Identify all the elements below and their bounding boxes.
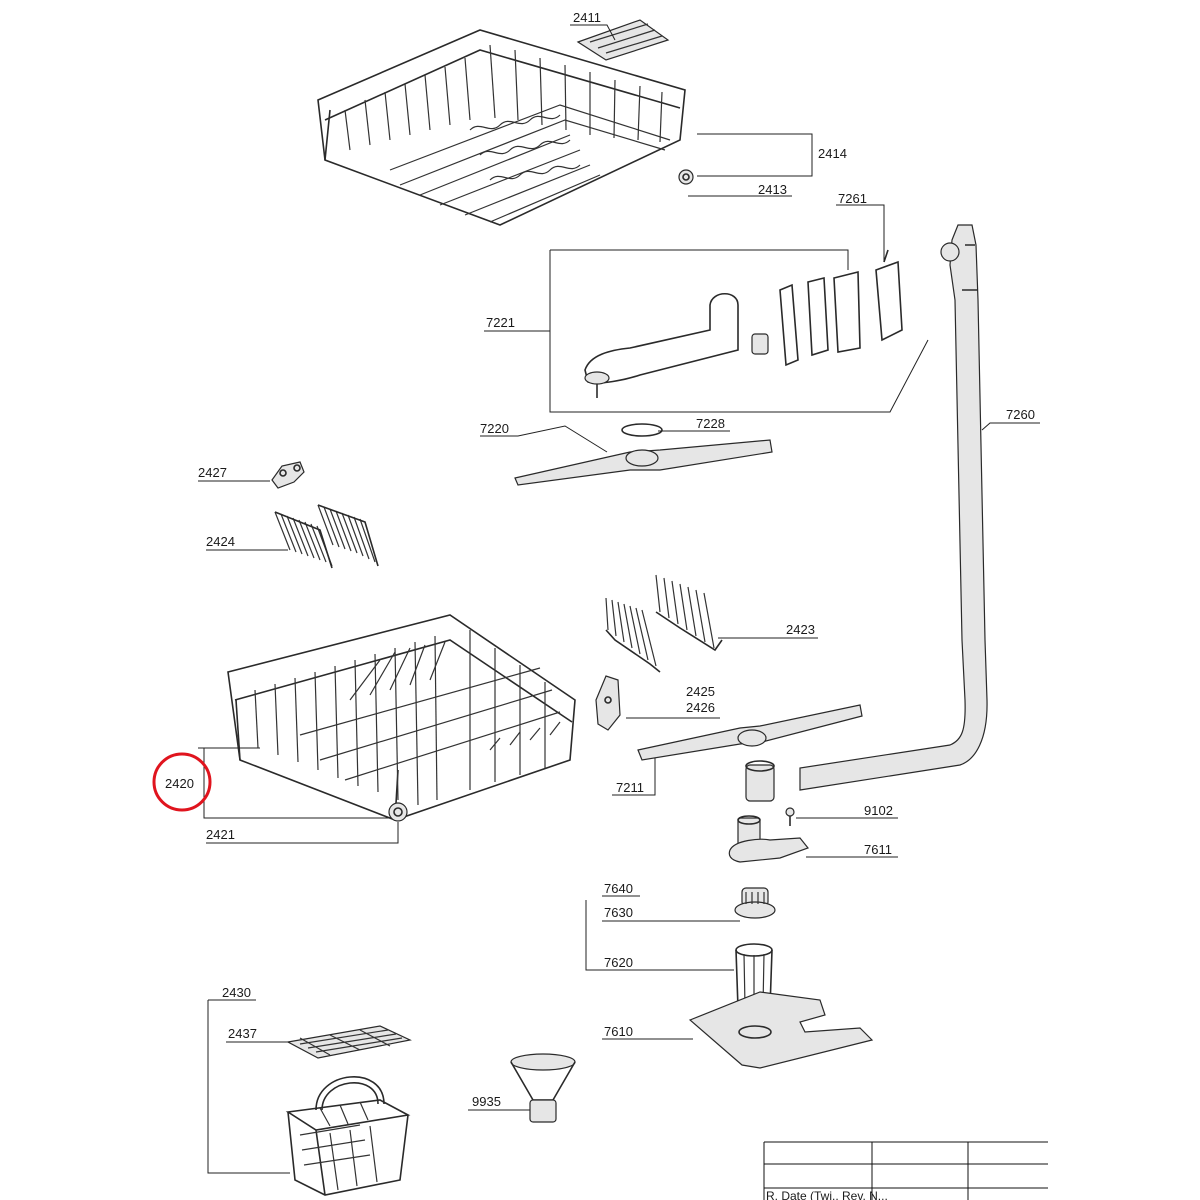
part-labels: 2411 2414 2413 7261 7221 7220 7228 7260 … xyxy=(165,10,1035,1109)
label-2427[interactable]: 2427 xyxy=(198,465,227,480)
label-2420[interactable]: 2420 xyxy=(165,776,194,791)
label-2421[interactable]: 2421 xyxy=(206,827,235,842)
title-block-table: R. Date (Twi.. Rev. N... xyxy=(763,1141,1048,1200)
label-2424[interactable]: 2424 xyxy=(206,534,235,549)
part-9935-funnel[interactable] xyxy=(510,1053,576,1123)
label-7620[interactable]: 7620 xyxy=(604,955,633,970)
label-7611[interactable]: 7611 xyxy=(864,842,892,857)
label-2411[interactable]: 2411 xyxy=(573,10,601,25)
part-7610-plate[interactable] xyxy=(688,991,874,1069)
label-2423[interactable]: 2423 xyxy=(786,622,815,637)
label-7610[interactable]: 7610 xyxy=(604,1024,633,1039)
label-2426[interactable]: 2426 xyxy=(686,700,715,715)
label-7221[interactable]: 7221 xyxy=(486,315,515,330)
part-7221-box xyxy=(549,249,929,413)
upper-basket[interactable] xyxy=(317,29,686,226)
label-7261[interactable]: 7261 xyxy=(838,191,867,206)
part-2421-wheel[interactable] xyxy=(388,802,408,822)
part-7260-pipe[interactable] xyxy=(799,224,988,791)
leader-lines xyxy=(198,24,1040,1174)
label-2425[interactable]: 2425 xyxy=(686,684,715,699)
label-2414[interactable]: 2414 xyxy=(818,146,847,161)
label-7630[interactable]: 7630 xyxy=(604,905,633,920)
label-7260[interactable]: 7260 xyxy=(1006,407,1035,422)
part-7221-tube[interactable] xyxy=(584,292,739,398)
highlight-circle xyxy=(152,752,212,812)
part-7221-clips[interactable] xyxy=(751,249,903,367)
part-2430-cutlery-basket[interactable] xyxy=(285,1076,411,1196)
label-2437[interactable]: 2437 xyxy=(228,1026,257,1041)
label-2413[interactable]: 2413 xyxy=(758,182,787,197)
part-7630-filter-top[interactable] xyxy=(734,887,776,919)
lower-basket[interactable] xyxy=(227,614,576,821)
label-7211[interactable]: 7211 xyxy=(616,780,644,795)
part-2411-shape[interactable] xyxy=(576,19,670,61)
part-2424-tine-rows[interactable] xyxy=(274,504,379,569)
label-7228[interactable]: 7228 xyxy=(696,416,725,431)
part-7211-spray-arm[interactable] xyxy=(637,704,863,802)
label-9935[interactable]: 9935 xyxy=(472,1094,501,1109)
part-2413-wheel[interactable] xyxy=(678,169,694,185)
label-7220[interactable]: 7220 xyxy=(480,421,509,436)
part-2437-lid[interactable] xyxy=(286,1025,412,1059)
label-2430[interactable]: 2430 xyxy=(222,985,251,1000)
part-2425-clip[interactable] xyxy=(595,675,621,731)
part-9102-screw[interactable] xyxy=(785,807,795,826)
part-7220-spray-arm[interactable] xyxy=(514,423,773,486)
label-7640[interactable]: 7640 xyxy=(604,881,633,896)
part-2423-tines[interactable] xyxy=(605,574,723,673)
part-7611-sump[interactable] xyxy=(728,815,809,863)
table-footer-text: R. Date (Twi.. Rev. N... xyxy=(766,1189,888,1200)
label-9102[interactable]: 9102 xyxy=(864,803,893,818)
part-2427-clip[interactable] xyxy=(271,461,305,489)
